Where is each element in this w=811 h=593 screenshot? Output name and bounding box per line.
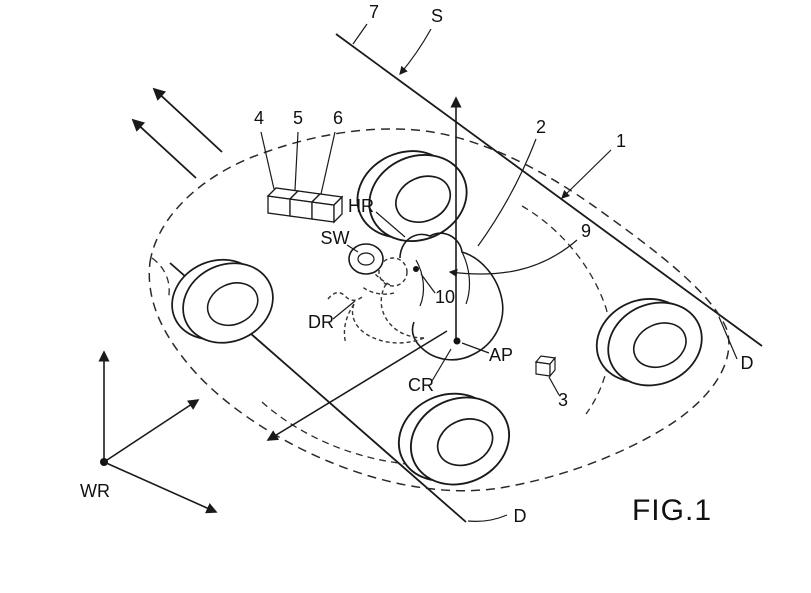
- leader-1: [561, 149, 612, 199]
- leader-d-bottom: [467, 514, 508, 522]
- driver-leg-2: [343, 303, 355, 345]
- label-ap: AP: [489, 345, 513, 365]
- leader-4: [260, 131, 275, 190]
- leader-cr: [431, 348, 452, 382]
- leader-5: [294, 131, 299, 191]
- leader-10: [420, 273, 436, 294]
- cube3-side: [549, 356, 556, 378]
- label-2: 2: [536, 117, 546, 137]
- driver-hand-detail: [327, 291, 363, 301]
- front-detail-line: [151, 257, 170, 301]
- sensor-cube-3: [534, 355, 557, 378]
- leader-dr: [332, 300, 356, 320]
- travel-arrow-1: [152, 87, 223, 153]
- wheel-bottom: [383, 373, 525, 505]
- label-10: 10: [435, 287, 455, 307]
- seat-contour-1: [415, 259, 425, 307]
- leader-2: [477, 138, 537, 247]
- seat-contour-2: [461, 251, 471, 305]
- leader-6: [320, 131, 336, 195]
- leader-ap: [461, 342, 490, 354]
- label-d-right: D: [741, 353, 754, 373]
- driver-seat: [399, 232, 504, 361]
- driver-arm-2: [360, 285, 395, 295]
- cabin-axes: [266, 96, 462, 441]
- label-4: 4: [254, 108, 264, 128]
- body-inner-line: [261, 401, 407, 465]
- steering-wheel-rim: [348, 243, 384, 275]
- label-9: 9: [581, 221, 591, 241]
- leader-s: [399, 28, 432, 75]
- seat-outline: [399, 232, 504, 361]
- label-3: 3: [558, 390, 568, 410]
- wr-axis-ne: [103, 399, 200, 463]
- leader-7: [352, 23, 368, 45]
- road-line-top: [335, 33, 763, 347]
- driver-torso: [380, 283, 425, 339]
- travel-arrow-2: [131, 118, 197, 179]
- figure-caption: FIG.1: [632, 494, 712, 527]
- steering-wheel-hub: [357, 252, 375, 266]
- leader-hr: [375, 211, 406, 238]
- point-ap: [453, 337, 461, 345]
- driver-figure: [327, 257, 425, 345]
- leader-3: [548, 376, 560, 396]
- wheel-left: [158, 241, 287, 362]
- label-cr: CR: [408, 375, 434, 395]
- label-6: 6: [333, 108, 343, 128]
- travel-direction-arrows: [131, 87, 223, 179]
- leader-lines: [260, 23, 738, 522]
- steering-wheel: [348, 243, 384, 275]
- driver-head: [378, 257, 408, 287]
- reference-labels: 7 S 4 5 6 2 1 9 HR SW 10 DR AP CR 3 D D …: [80, 2, 754, 526]
- cabin-longitudinal-arrow: [266, 330, 448, 441]
- driver-arm-1: [368, 266, 391, 286]
- wr-axis-se: [103, 461, 218, 514]
- world-reference-frame: [98, 350, 218, 514]
- label-hr: HR: [348, 196, 374, 216]
- cabin-inner-line: [521, 205, 611, 415]
- sensor-cube-side: [333, 195, 343, 224]
- label-1: 1: [616, 131, 626, 151]
- label-d-bottom: D: [514, 506, 527, 526]
- label-sw: SW: [321, 228, 350, 248]
- label-7: 7: [369, 2, 379, 22]
- point-10: [413, 266, 419, 272]
- label-dr: DR: [308, 312, 334, 332]
- driver-leg-1: [351, 303, 425, 344]
- leader-9: [448, 239, 578, 278]
- leader-sw: [346, 244, 359, 253]
- label-s: S: [431, 6, 443, 26]
- label-5: 5: [293, 108, 303, 128]
- label-wr: WR: [80, 481, 110, 501]
- leader-d-right: [718, 316, 738, 360]
- sensor-array: [266, 187, 344, 224]
